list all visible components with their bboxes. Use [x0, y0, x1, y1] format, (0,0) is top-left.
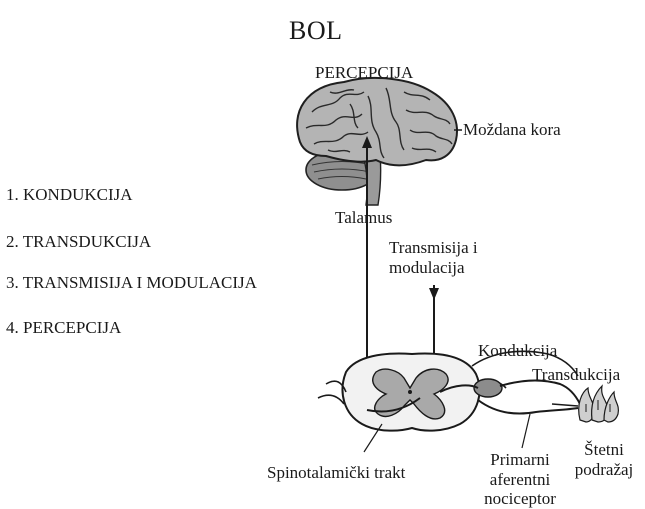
- label-perception: PERCEPCIJA: [315, 63, 413, 83]
- label-cortex: Moždana kora: [463, 120, 561, 140]
- brain-icon: [297, 78, 457, 205]
- label-stimulus: Štetni podražaj: [565, 440, 643, 479]
- label-transduction: Transdukcija: [532, 365, 620, 385]
- label-thalamus: Talamus: [335, 208, 392, 228]
- label-spinothalamic: Spinotalamički trakt: [267, 463, 405, 483]
- label-stimulus-line1: Štetni: [565, 440, 643, 460]
- label-transmission-line1: Transmisija i: [389, 238, 478, 258]
- label-stimulus-line2: podražaj: [565, 460, 643, 480]
- noxious-stimulus-icon: [579, 386, 619, 422]
- label-transmission-line2: modulacija: [389, 258, 478, 278]
- label-conduction: Kondukcija: [478, 341, 557, 361]
- label-afferent-line1: Primarni: [470, 450, 570, 470]
- label-afferent: Primarni aferentni nociceptor: [470, 450, 570, 509]
- label-afferent-line3: nociceptor: [470, 489, 570, 509]
- label-afferent-line2: aferentni: [470, 470, 570, 490]
- label-transmission: Transmisija i modulacija: [389, 238, 478, 277]
